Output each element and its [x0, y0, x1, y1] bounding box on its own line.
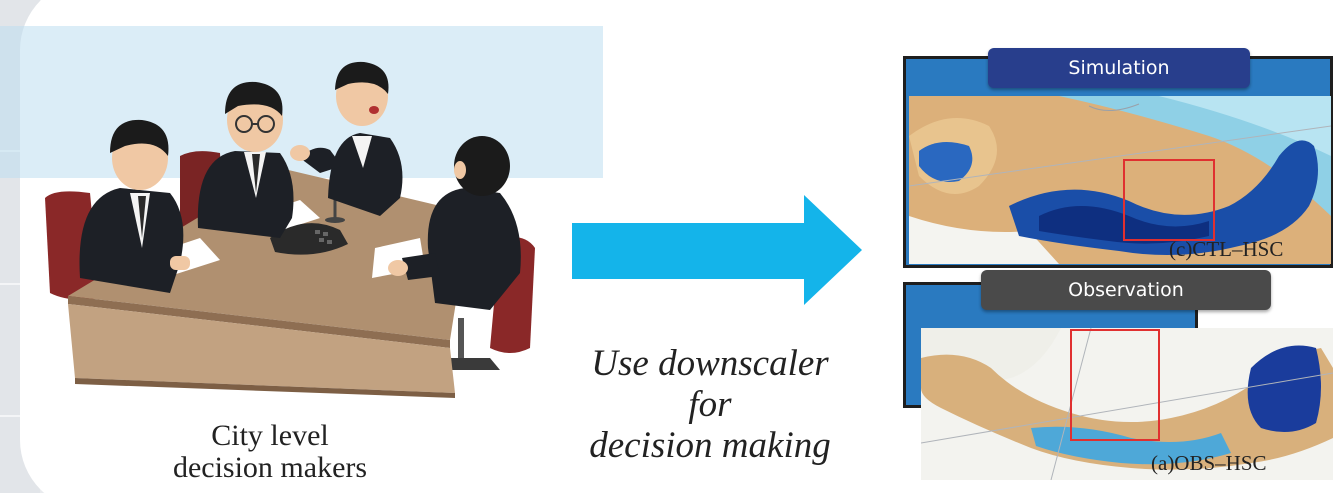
simulation-map-image: (c)CTL–HSC — [909, 96, 1331, 264]
simulation-badge: Simulation — [988, 48, 1250, 88]
conference-phone — [270, 223, 348, 255]
observation-map-panel: (a)OBS–HSC Observation — [893, 270, 1338, 480]
table-front — [68, 304, 455, 393]
left-caption-line1: City level — [211, 419, 329, 452]
highlight-box — [1070, 329, 1160, 441]
simulation-map-tag: (c)CTL–HSC — [1169, 237, 1283, 261]
highlight-box — [1123, 159, 1215, 241]
observation-map-tag: (a)OBS–HSC — [1151, 451, 1267, 475]
person-middle — [197, 81, 294, 238]
person-left — [79, 119, 190, 293]
middle-caption: Use downscaler for decision making — [520, 343, 900, 466]
middle-caption-line2: for — [688, 384, 732, 425]
observation-map-image: (a)OBS–HSC — [921, 328, 1333, 480]
person-back — [388, 136, 521, 310]
middle-caption-line3: decision making — [589, 425, 831, 466]
meeting-illustration — [45, 61, 535, 398]
right-arrow-icon — [572, 195, 862, 305]
simulation-map-panel: (c)CTL–HSC Simulation — [893, 48, 1338, 268]
left-caption-line2: decision makers — [172, 451, 368, 484]
middle-caption-line1: Use downscaler — [591, 343, 829, 384]
left-caption: City level decision makers — [120, 420, 420, 484]
person-talking — [290, 61, 403, 216]
observation-badge: Observation — [981, 270, 1271, 310]
